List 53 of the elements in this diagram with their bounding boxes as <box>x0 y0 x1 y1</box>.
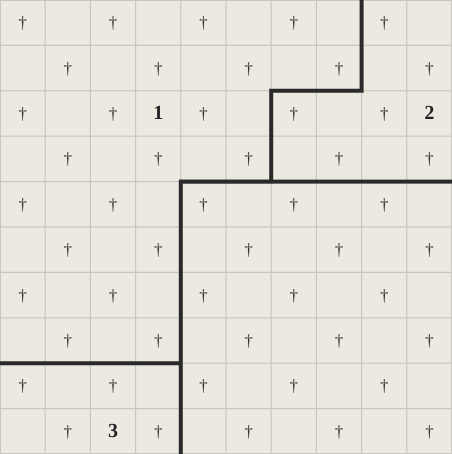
dagger-mark: † <box>425 332 434 349</box>
dagger-mark: † <box>244 150 253 168</box>
dagger-mark: † <box>108 104 118 122</box>
dagger-mark: † <box>244 332 253 349</box>
dagger-mark: † <box>380 196 388 213</box>
dagger-mark: † <box>425 60 434 77</box>
dagger-mark: † <box>64 60 72 77</box>
dagger-mark: † <box>18 104 27 122</box>
dagger-mark: † <box>108 196 118 213</box>
dagger-mark: † <box>425 150 434 168</box>
dagger-mark: † <box>64 332 72 349</box>
dagger-mark: † <box>64 422 72 440</box>
dagger-mark: † <box>108 286 118 304</box>
dagger-mark: † <box>290 104 298 122</box>
dagger-mark: † <box>290 286 298 304</box>
dagger-mark: † <box>108 377 118 394</box>
dagger-mark: † <box>334 422 344 440</box>
dagger-mark: † <box>425 241 434 258</box>
region-number: 1 <box>153 103 164 124</box>
dagger-mark: † <box>108 14 118 32</box>
dagger-mark: † <box>64 150 72 168</box>
dagger-mark: † <box>199 286 208 304</box>
dagger-mark: † <box>244 60 253 77</box>
dagger-mark: † <box>425 422 434 440</box>
dagger-mark: † <box>334 60 344 77</box>
region-number: 2 <box>424 103 434 124</box>
dagger-mark: † <box>380 104 388 122</box>
dagger-mark: † <box>380 286 388 304</box>
dagger-mark: † <box>154 332 162 349</box>
dagger-mark: † <box>199 196 208 213</box>
dagger-mark: † <box>334 241 344 258</box>
dagger-mark: † <box>154 150 162 168</box>
dagger-mark: † <box>334 332 344 349</box>
dagger-mark: † <box>244 241 253 258</box>
dagger-mark: † <box>154 422 162 440</box>
dagger-mark: † <box>18 14 27 32</box>
dagger-mark: † <box>199 104 208 122</box>
dagger-mark: † <box>380 14 388 32</box>
dagger-mark: † <box>18 196 27 213</box>
dagger-mark: † <box>154 60 162 77</box>
dagger-mark: † <box>380 377 388 394</box>
dagger-mark: † <box>290 196 298 213</box>
dagger-mark: † <box>199 14 208 32</box>
dagger-mark: † <box>290 377 298 394</box>
dagger-mark: † <box>154 241 162 258</box>
dagger-mark: † <box>18 286 27 304</box>
dagger-mark: † <box>64 241 72 258</box>
dagger-mark: † <box>244 422 253 440</box>
dagger-mark: † <box>199 377 208 394</box>
dagger-mark: † <box>18 377 27 394</box>
region-number: 3 <box>108 421 118 442</box>
dagger-mark: † <box>290 14 298 32</box>
dagger-mark: † <box>334 150 344 168</box>
